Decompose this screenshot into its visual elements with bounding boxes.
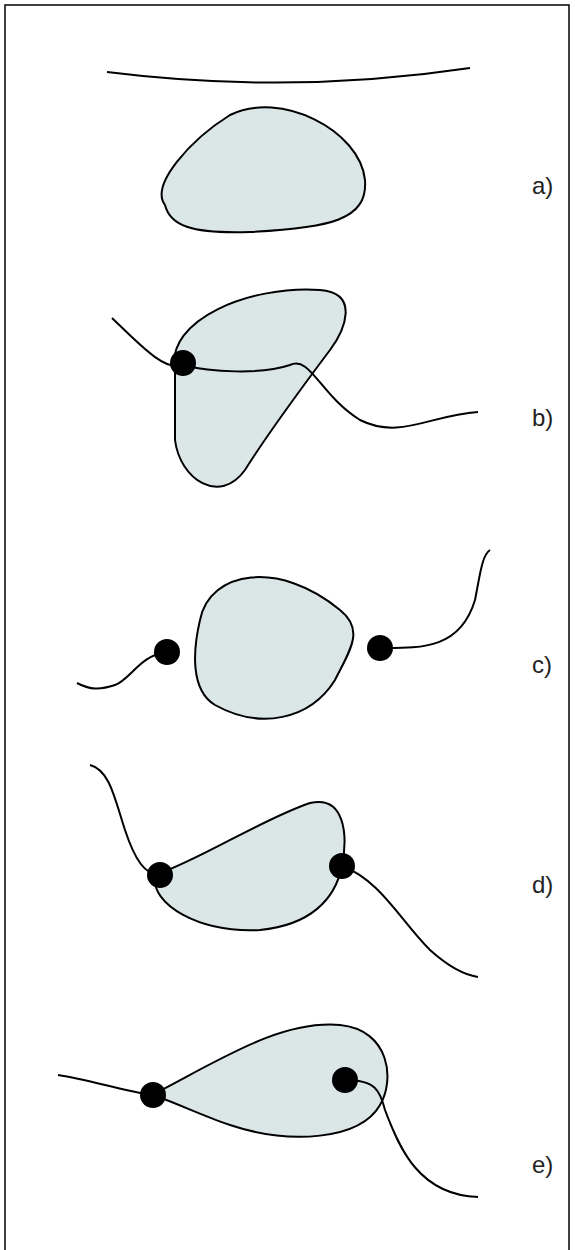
strand-c-right (380, 550, 490, 648)
dot (332, 1067, 358, 1093)
dots (140, 350, 393, 1108)
strand-a (107, 68, 470, 83)
dot (154, 639, 180, 665)
strands (58, 68, 490, 1197)
panel-label: e) (532, 1153, 553, 1177)
dot (329, 853, 355, 879)
strand-d-right (342, 866, 478, 977)
blob-c (195, 577, 353, 719)
strand-c-left (77, 652, 167, 689)
blob-e (152, 1025, 387, 1137)
frame (5, 5, 569, 1250)
strand-e-left (58, 1075, 152, 1095)
dot (147, 862, 173, 888)
blob-d (155, 802, 345, 930)
panel-label: d) (532, 873, 553, 897)
blob-a (162, 107, 365, 232)
strand-e-right (345, 1080, 478, 1197)
panel-label: c) (532, 653, 552, 677)
panel-label: a) (532, 174, 553, 198)
dot (367, 635, 393, 661)
dot (170, 350, 196, 376)
shapes (152, 107, 387, 1136)
strand-d-left (90, 765, 160, 875)
blob-b (174, 290, 345, 487)
panel-label: b) (532, 406, 553, 430)
dot (140, 1082, 166, 1108)
strand-b (112, 318, 478, 428)
